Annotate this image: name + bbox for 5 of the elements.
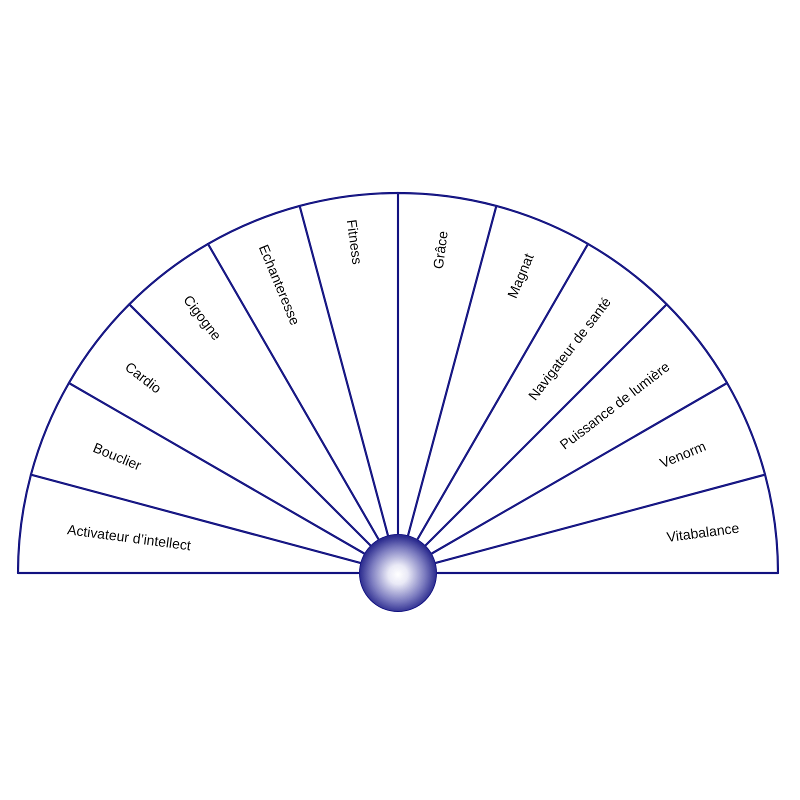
sector-label: Fitness bbox=[344, 218, 365, 266]
sector-label: Activateur d’intellect bbox=[66, 522, 192, 554]
sector-label: Venorm bbox=[658, 438, 709, 472]
sector-label: Grâce bbox=[430, 230, 451, 270]
sector-label: Vitabalance bbox=[666, 520, 741, 546]
